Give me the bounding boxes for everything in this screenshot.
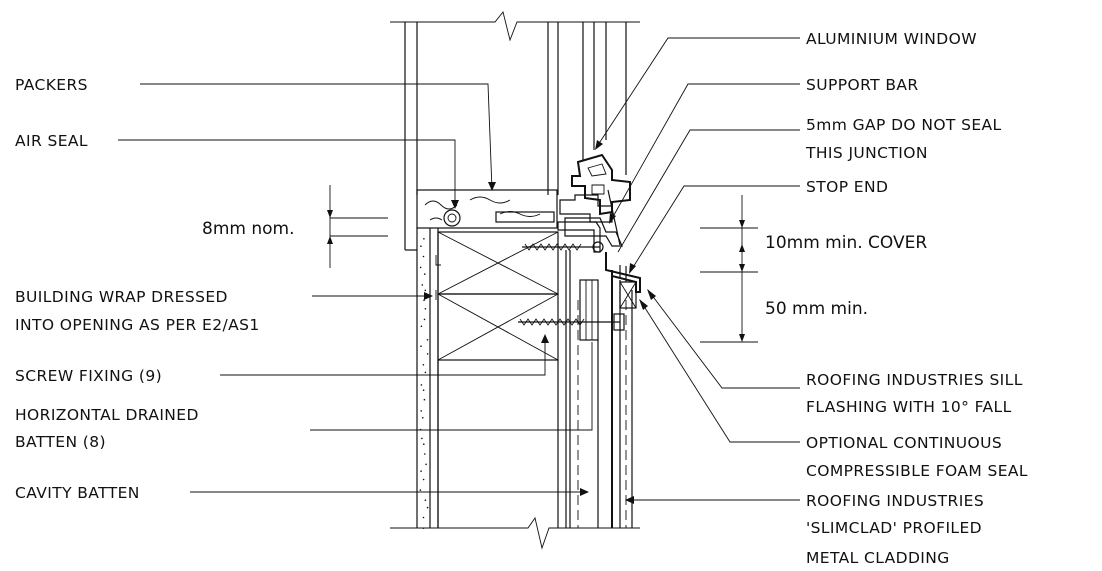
air-seal: [443, 209, 461, 227]
hatch-dot: [420, 245, 422, 247]
label-screw-fixing: SCREW FIXING (9): [15, 367, 162, 385]
hatch-dot: [423, 318, 426, 321]
label-sill-flashing-1: ROOFING INDUSTRIES SILL: [806, 371, 1023, 389]
hatch-dot: [422, 478, 425, 481]
sill-liner-board: [416, 189, 558, 229]
hatch-dot: [422, 417, 424, 419]
label-cladding-1: ROOFING INDUSTRIES: [806, 492, 984, 510]
label-packers: PACKERS: [15, 76, 88, 94]
interior-lining: [404, 22, 439, 528]
dim-8mm: [327, 185, 388, 268]
hatch-dot: [420, 325, 423, 328]
hatch-dot: [420, 410, 423, 412]
hatch-dot: [422, 389, 425, 392]
hatch-dot: [426, 339, 429, 341]
label-aluminium-window: ALUMINIUM WINDOW: [806, 30, 977, 48]
label-horizontal-batten-1: HORIZONTAL DRAINED: [15, 406, 199, 424]
window-frame-lines: [547, 22, 627, 195]
label-support-bar: SUPPORT BAR: [806, 76, 919, 94]
label-foam-seal-1: OPTIONAL CONTINUOUS: [806, 434, 1002, 452]
building-wrap: [435, 255, 441, 300]
hatch-dot: [422, 364, 425, 366]
leader-lines-right: [595, 37, 800, 504]
hatch-dot: [424, 308, 427, 310]
hatch-dot: [426, 353, 429, 355]
hatch-dot: [426, 506, 429, 509]
stud-frame: [437, 293, 559, 528]
hatch-dot: [424, 289, 427, 292]
hatch-dot: [425, 463, 427, 466]
dim-text-8mm: 8mm nom.: [202, 219, 294, 239]
plasterboard-hatch: [419, 238, 429, 529]
label-gap-2: THIS JUNCTION: [805, 144, 928, 162]
label-sill-flashing-2: FLASHING WITH 10° FALL: [806, 398, 1012, 416]
label-cavity-batten: CAVITY BATTEN: [15, 484, 140, 502]
hatch-dot: [419, 489, 422, 491]
aluminium-sill-profile: [559, 153, 631, 247]
label-stop-end: STOP END: [806, 178, 888, 196]
label-air-seal: AIR SEAL: [15, 132, 88, 150]
hatch-dot: [421, 284, 424, 286]
hatch-dot: [422, 527, 425, 529]
hatch-dot: [422, 255, 425, 258]
hatch-dot: [421, 437, 423, 440]
hatch-dot: [424, 499, 427, 502]
dim-text-upstand: 50 mm min.: [765, 299, 868, 319]
sill-trimmer: [437, 231, 559, 295]
metal-cladding: [611, 270, 633, 528]
label-cladding-2: 'SLIMCLAD' PROFILED: [806, 519, 982, 537]
hatch-dot: [423, 273, 426, 275]
sill-flashing: [605, 252, 641, 293]
label-building-wrap-1: BUILDING WRAP DRESSED: [15, 288, 228, 306]
hatch-dot: [423, 443, 425, 446]
label-foam-seal-2: COMPRESSIBLE FOAM SEAL: [806, 462, 1028, 480]
horizontal-drained-batten: [579, 279, 599, 341]
hatch-dot: [423, 238, 425, 240]
hatch-dot: [420, 345, 422, 348]
top-break-line: [390, 11, 640, 42]
label-horizontal-batten-2: BATTEN (8): [15, 433, 106, 451]
hatch-dot: [420, 470, 422, 472]
hatch-dot: [420, 384, 423, 386]
packer: [495, 211, 555, 223]
dim-cover: [700, 195, 758, 343]
hatch-dot: [422, 516, 425, 519]
foam-seal: [619, 281, 637, 309]
dim-text-cover: 10mm min. COVER: [765, 233, 927, 253]
leader-lines-left: [118, 83, 593, 496]
cavity-batten: [565, 250, 599, 528]
label-building-wrap-2: INTO OPENING AS PER E2/AS1: [15, 316, 260, 334]
label-cladding-3: METAL CLADDING: [806, 549, 950, 567]
hatch-dot: [423, 398, 426, 401]
hatch-dot: [419, 266, 422, 269]
bottom-break-line: [390, 516, 640, 550]
hatch-dot: [424, 453, 426, 455]
label-gap-1: 5mm GAP DO NOT SEAL: [806, 116, 1002, 134]
screw-lower: [518, 313, 625, 331]
hatch-dot: [424, 371, 427, 374]
screw-upper: [522, 241, 604, 253]
